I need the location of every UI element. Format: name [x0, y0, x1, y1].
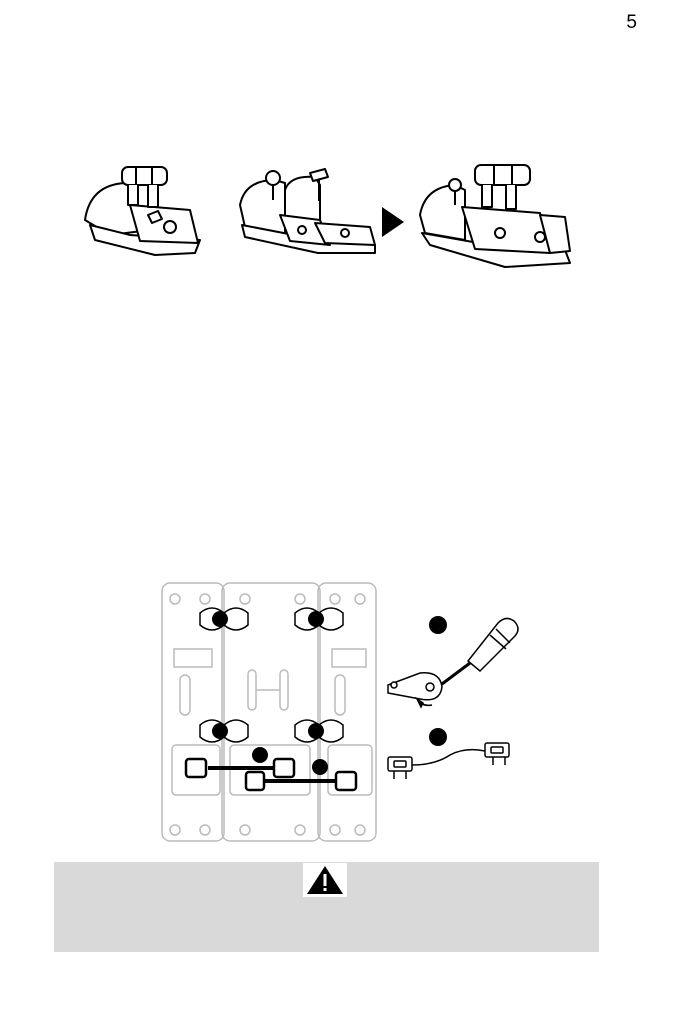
- throttle-quadrant-single: [85, 167, 200, 255]
- underside-assembly-figure: [150, 575, 540, 845]
- module-cables: [186, 759, 356, 790]
- cable-icon: [388, 743, 509, 779]
- page-number: 5: [626, 12, 637, 34]
- base-plates: [162, 583, 376, 841]
- warning-triangle-icon: [303, 863, 347, 897]
- throttle-assembly-figure: [70, 145, 600, 280]
- throttle-modules-pair: [240, 169, 375, 253]
- warning-panel: [54, 862, 599, 952]
- assembly-figure-svg: [150, 575, 540, 845]
- throttle-figure-svg: [70, 145, 600, 280]
- play-right-icon: [382, 207, 404, 237]
- throttle-combined: [420, 165, 570, 267]
- bracket-rotate-icon: [388, 673, 442, 707]
